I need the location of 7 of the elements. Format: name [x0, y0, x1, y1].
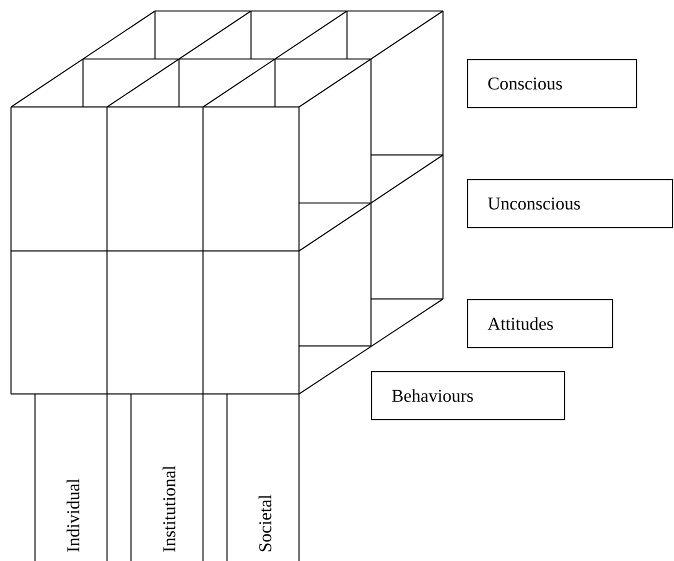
label-box: Conscious [467, 59, 638, 108]
column-tab: Individual [34, 394, 108, 561]
label-box: Attitudes [467, 298, 614, 348]
label-box: Unconscious [467, 178, 674, 228]
label-box: Behaviours [371, 370, 566, 420]
column-tab: Institutional [130, 394, 204, 561]
column-tab: Societal [226, 394, 300, 561]
